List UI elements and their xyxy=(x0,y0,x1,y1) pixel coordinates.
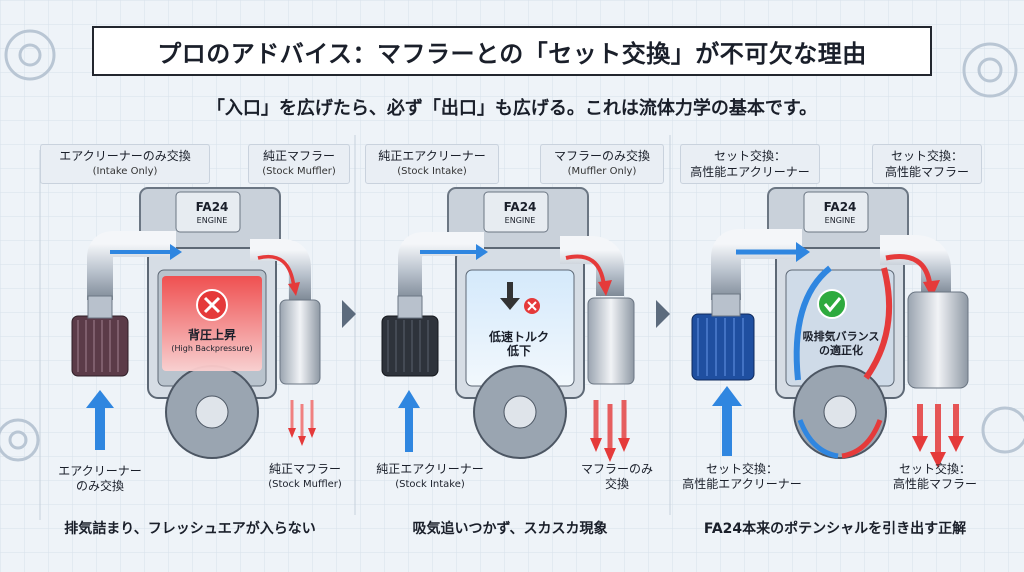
label-set-muffler: セット交換：高性能マフラー xyxy=(872,144,982,184)
panel-1-caption: 排気詰まり、フレッシュエアが入らない xyxy=(64,521,316,537)
bottom-right-label: セット交換：高性能マフラー xyxy=(892,462,977,491)
label-intake-only: エアクリーナーのみ交換(Intake Only) xyxy=(40,144,210,184)
check-icon xyxy=(817,289,847,319)
bottom-right-label: マフラーのみ交換 xyxy=(580,462,653,491)
arrow-right-icon xyxy=(342,300,356,328)
label-stock-muffler: 純正マフラー(Stock Muffler) xyxy=(248,144,350,184)
label-muffler-only: マフラーのみ交換(Muffler Only) xyxy=(540,144,664,184)
bottom-left-label: 純正エアクリーナー(Stock Intake) xyxy=(376,462,484,490)
arrow-right-icon xyxy=(656,300,670,328)
page-title: プロのアドバイス：マフラーとの「セット交換」が不可欠な理由 xyxy=(92,26,932,76)
bottom-left-label: セット交換：高性能エアクリーナー xyxy=(682,462,802,491)
label-stock-intake: 純正エアクリーナー(Stock Intake) xyxy=(365,144,499,184)
label-set-intake: セット交換：高性能エアクリーナー xyxy=(680,144,820,184)
torque-loss-label: 低速トルク低下 xyxy=(488,330,549,358)
bottom-right-label: 純正マフラー(Stock Muffler) xyxy=(268,462,342,490)
panel-1-diagram xyxy=(71,187,321,459)
bottom-left-label: エアクリーナーのみ交換 xyxy=(58,464,142,493)
panel-2-diagram xyxy=(381,187,635,462)
panel-2-caption: 吸気追いつかず、スカスカ現象 xyxy=(412,521,608,537)
panel-3-caption: FA24本来のポテンシャルを引き出す正解 xyxy=(703,521,967,537)
gear-icon xyxy=(0,29,1024,462)
backpressure-label: 背圧上昇(High Backpressure) xyxy=(171,328,253,353)
page-subtitle: 「入口」を広げたら、必ず「出口」も広げる。これは流体力学の基本です。 xyxy=(206,98,818,119)
panel-3-diagram xyxy=(691,187,969,468)
balance-label: 吸排気バランスの適正化 xyxy=(802,330,880,357)
